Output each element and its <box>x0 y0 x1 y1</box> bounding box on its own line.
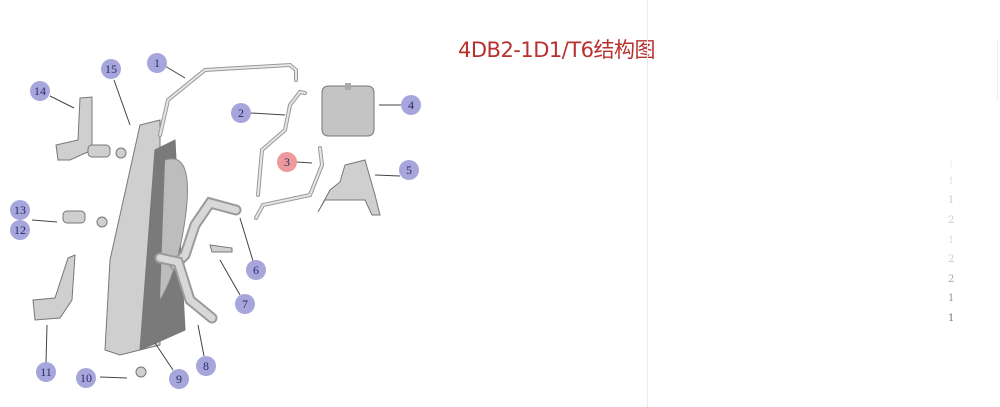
callout-4[interactable]: 4 <box>401 95 421 115</box>
callout-5[interactable]: 5 <box>399 160 419 180</box>
radiator-assembly <box>104 119 188 356</box>
svg-text:12: 12 <box>14 223 26 237</box>
svg-text:1: 1 <box>154 56 160 70</box>
callout-14[interactable]: 14 <box>30 81 50 101</box>
callout-6[interactable]: 6 <box>246 260 266 280</box>
callout-9[interactable]: 9 <box>169 369 189 389</box>
lower-bracket <box>32 254 76 321</box>
svg-text:4: 4 <box>408 98 414 112</box>
quantity-value: 1 <box>948 313 955 324</box>
callout-10[interactable]: 10 <box>76 368 96 388</box>
callout-12[interactable]: 12 <box>10 220 30 240</box>
page-divider <box>647 0 648 407</box>
quantity-value: 2 <box>948 215 955 226</box>
callout-3[interactable]: 3 <box>277 152 297 172</box>
callout-2[interactable]: 2 <box>231 103 251 123</box>
callout-1[interactable]: 1 <box>147 53 167 73</box>
quantity-value: 1 <box>948 195 955 206</box>
quantity-value: 2 <box>948 254 955 265</box>
pipes <box>154 62 325 324</box>
page-edge <box>997 40 998 100</box>
callout-11[interactable]: 11 <box>36 362 56 382</box>
svg-text:10: 10 <box>80 371 92 385</box>
svg-text:6: 6 <box>253 263 259 277</box>
nut <box>96 216 108 228</box>
clamp <box>209 244 233 253</box>
callout-8[interactable]: 8 <box>196 356 216 376</box>
leader-lines <box>31 65 402 379</box>
svg-text:14: 14 <box>34 84 46 98</box>
quantity-value: 1 <box>948 235 955 246</box>
quantity-value: 2 <box>948 274 955 285</box>
plate <box>87 144 111 158</box>
upper-bracket <box>55 96 93 161</box>
callout-15[interactable]: 15 <box>101 59 121 79</box>
nut <box>115 147 127 159</box>
svg-text:13: 13 <box>14 203 26 217</box>
quantity-value: 1 <box>948 159 955 170</box>
svg-text:5: 5 <box>406 163 412 177</box>
callout-13[interactable]: 13 <box>10 200 30 220</box>
tank-bracket <box>317 159 381 216</box>
svg-text:11: 11 <box>40 365 52 379</box>
svg-text:2: 2 <box>238 106 244 120</box>
svg-text:3: 3 <box>284 155 290 169</box>
diagram-title: 4DB2-1D1/T6结构图 <box>458 38 656 62</box>
svg-text:15: 15 <box>105 62 117 76</box>
svg-text:8: 8 <box>203 359 209 373</box>
washer-plate <box>62 210 86 224</box>
svg-text:9: 9 <box>176 372 182 386</box>
expansion-tank <box>321 83 375 137</box>
quantity-value: 1 <box>948 293 955 304</box>
callout-7[interactable]: 7 <box>235 294 255 314</box>
svg-text:7: 7 <box>242 297 248 311</box>
quantity-value: 1 <box>948 176 955 187</box>
nut <box>135 366 147 378</box>
